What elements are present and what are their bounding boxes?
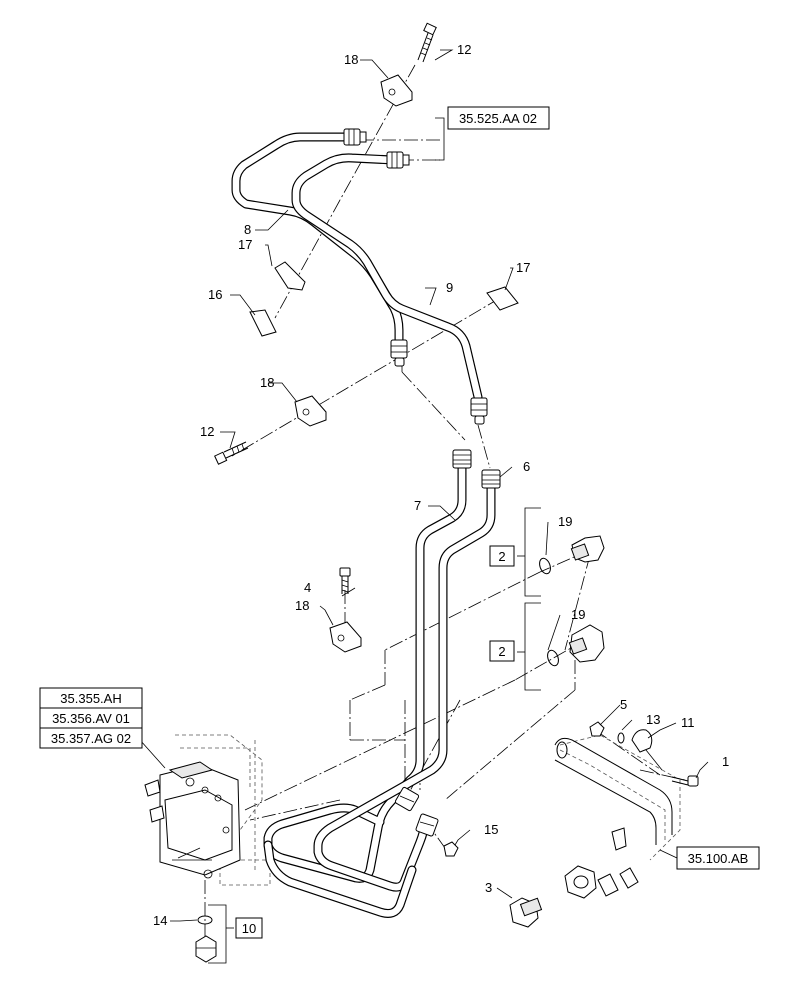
tube-7-bottom-fitting: [394, 786, 420, 812]
tube-8-top-nut: [343, 128, 367, 146]
ref-text-valve-3: 35.357.AG 02: [51, 731, 131, 746]
clamp-17-right: [486, 286, 519, 311]
oring-14: [197, 915, 213, 925]
callout-18-low: 18: [295, 598, 309, 613]
callout-7: 7: [414, 498, 421, 513]
tube-9: [291, 153, 483, 402]
ref-text-top: 35.525.AA 02: [459, 111, 537, 126]
callout-12-mid: 12: [200, 424, 214, 439]
oring-19-lower: [547, 649, 559, 667]
plug-3: [509, 897, 543, 928]
ref-box-valve: 35.355.AH 35.356.AV 01 35.357.AG 02: [39, 687, 143, 749]
leader-lines: [139, 49, 709, 922]
callout-9: 9: [446, 280, 453, 295]
clip-11: [631, 729, 663, 771]
nut-5: [589, 721, 605, 737]
ref-text-valve-2: 35.356.AV 01: [52, 711, 130, 726]
kit-text-upper: 2: [498, 549, 505, 564]
bolt-1: [671, 775, 699, 787]
frame-fitting: [564, 827, 639, 899]
kit-text-bottom: 10: [242, 921, 256, 936]
callout-1: 1: [722, 754, 729, 769]
callout-18-mid: 18: [260, 375, 274, 390]
clamp-18-low: [329, 621, 362, 653]
bolt-12-mid: [214, 441, 249, 465]
callout-18-top: 18: [344, 52, 358, 67]
clamp-18-mid: [294, 395, 327, 427]
callout-17-right: 17: [516, 260, 530, 275]
callout-15: 15: [484, 822, 498, 837]
callout-8: 8: [244, 222, 251, 237]
ref-box-right: 35.100.AB: [676, 846, 760, 870]
callout-19-upper: 19: [558, 514, 572, 529]
callout-16: 16: [208, 287, 222, 302]
tube-6: [313, 480, 496, 892]
callout-labels: 12 18 8 17 16 9 17 18 12 6 7 19 4 18 19 …: [153, 42, 729, 928]
tube-7-top-fitting: [452, 449, 472, 469]
plug-bottom: [195, 935, 217, 963]
tube-7: [263, 460, 467, 883]
kit-box-lower: 2: [489, 640, 515, 662]
frame-pipe: [554, 737, 673, 845]
clamp-18-top: [380, 74, 413, 107]
oring-19-upper: [539, 557, 551, 575]
tube-6-top-fitting: [481, 469, 501, 489]
tube-9-bottom-nut: [470, 397, 488, 425]
callout-5: 5: [620, 697, 627, 712]
washer-13: [617, 732, 625, 744]
callout-4: 4: [304, 580, 311, 595]
ghost-valve-outline: [175, 734, 271, 886]
callout-14: 14: [153, 913, 167, 928]
plate-16: [249, 309, 277, 337]
tube-9-top-nut: [386, 151, 410, 169]
callout-19-lower: 19: [571, 607, 585, 622]
tube-6-bottom-fitting: [415, 813, 439, 837]
nut-15: [443, 841, 459, 857]
callout-17-left: 17: [238, 237, 252, 252]
ref-text-right: 35.100.AB: [688, 851, 749, 866]
clamp-17-left: [274, 261, 306, 291]
callout-6: 6: [523, 459, 530, 474]
fitting-lower: [568, 624, 605, 663]
ghost-frame-bracket: [559, 734, 681, 861]
ref-box-top: 35.525.AA 02: [447, 106, 550, 130]
kit-brackets: [208, 117, 541, 964]
tube-8-bottom-nut: [390, 339, 408, 367]
callout-12-top: 12: [457, 42, 471, 57]
bolt-12-top: [417, 22, 437, 63]
assembly-centerlines: [204, 64, 686, 945]
kit-box-upper: 2: [489, 545, 515, 567]
callout-3: 3: [485, 880, 492, 895]
fitting-upper: [570, 535, 605, 563]
ref-text-valve-1: 35.355.AH: [60, 691, 121, 706]
tube-6-lower-run: [263, 840, 417, 918]
bolt-4: [339, 567, 351, 594]
kit-text-lower: 2: [498, 644, 505, 659]
callout-13: 13: [646, 712, 660, 727]
callout-11: 11: [681, 715, 695, 730]
valve-block: [144, 761, 241, 879]
kit-box-bottom: 10: [235, 917, 263, 939]
